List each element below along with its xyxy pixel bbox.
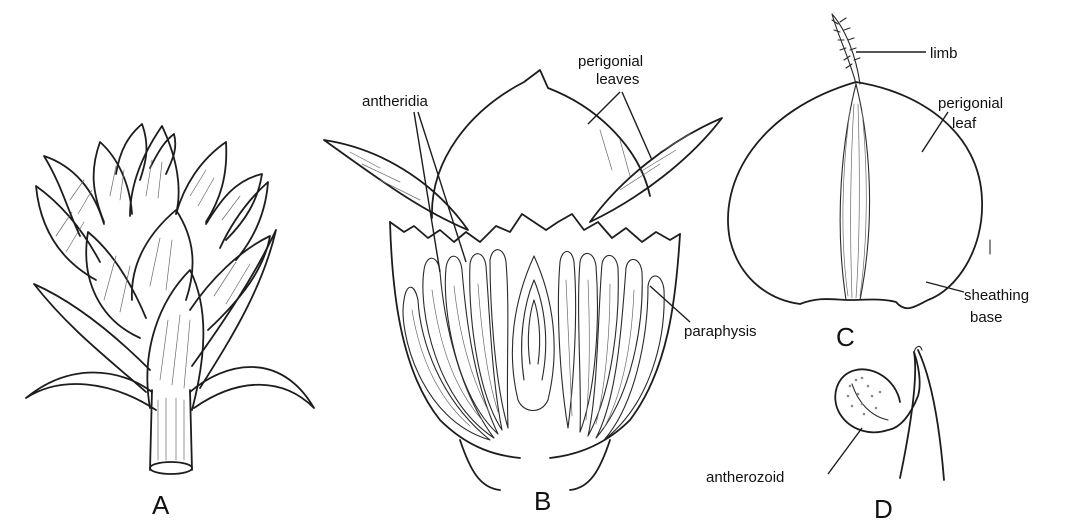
stem-cut-end (150, 462, 192, 474)
panel-b-letter: B (534, 486, 551, 516)
panel-c-letter: C (836, 322, 855, 352)
label-antheridia: antheridia (362, 93, 429, 110)
label-sheathing-base-1: sheathing (964, 287, 1029, 304)
lower-leaf-left (26, 373, 156, 411)
central-apical-cell (512, 256, 554, 411)
inner-rim-left (390, 214, 546, 242)
leader-paraphysis (650, 286, 690, 322)
perigonial-leaf-left (324, 140, 468, 230)
rosette-stem (150, 390, 192, 470)
lower-leaf-right-2 (192, 230, 276, 388)
perigonial-leaf-outline (728, 82, 982, 308)
section-base (460, 440, 610, 490)
panel-a-letter: A (152, 490, 170, 520)
label-limb: limb (930, 45, 958, 62)
leaf-limb (832, 14, 860, 84)
leader-perigonial-leaves (588, 92, 652, 160)
panel-d-letter: D (874, 494, 893, 524)
perigonial-leaf-right (590, 118, 722, 222)
antheridia-left-group (403, 250, 508, 440)
label-perigonial-leaf-2: leaf (952, 115, 977, 132)
panel-b-section (324, 70, 722, 490)
label-sheathing-base-2: base (970, 309, 1003, 326)
label-antherozoid: antherozoid (706, 469, 784, 486)
antherozoid-body (835, 352, 919, 432)
leader-perigonial-leaf (922, 112, 948, 152)
middle-leaf-center (132, 210, 193, 300)
panel-d-antherozoid (828, 346, 944, 480)
label-paraphysis: paraphysis (684, 323, 757, 340)
leader-antherozoid (828, 428, 862, 474)
perigonial-leaf-back (432, 70, 650, 218)
antheridia-right-group (558, 252, 664, 441)
antherozoid-flagellum-2 (918, 350, 944, 480)
upper-leaf-center (130, 126, 179, 216)
panel-a-rosette (26, 124, 314, 474)
label-perigonial-leaves-1: perigonial (578, 53, 643, 70)
label-perigonial-leaf-1: perigonial (938, 95, 1003, 112)
label-perigonial-leaves-2: leaves (596, 71, 639, 88)
inner-rim-right (546, 214, 680, 242)
upper-leaf-center-right (176, 142, 226, 222)
